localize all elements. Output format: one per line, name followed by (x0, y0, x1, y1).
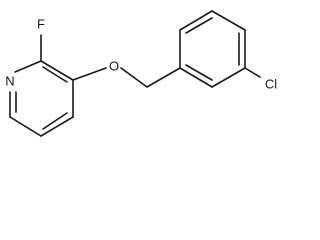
bond-c2-c3 (40, 60, 74, 81)
chlorobenzene-ring (179, 10, 246, 88)
bond-c-cl (244, 67, 261, 78)
molecule-structure: F N O Cl (5, 10, 277, 137)
bond-c4-c5 (40, 116, 74, 137)
bond-c3-o (72, 67, 107, 81)
bond-n1-c2 (14, 60, 42, 73)
bond-c3-c4 (211, 10, 246, 31)
atom-label-oxygen: O (109, 59, 119, 74)
bond-c6-c1 (179, 67, 213, 88)
bond-c2-c3-inner (185, 17, 213, 34)
atom-label-fluorine: F (37, 17, 45, 32)
bond-c4-c5-inner (42, 112, 68, 130)
bond-c2-c3 (179, 10, 213, 31)
bond-c2-c3-inner (42, 66, 68, 83)
bond-c5-c6 (9, 116, 42, 137)
atom-label-chlorine: Cl (265, 77, 277, 92)
bond-o-ch2 (120, 67, 148, 88)
pyridine-ring (9, 60, 74, 137)
bond-ch2-c1 (146, 67, 181, 88)
atom-label-nitrogen: N (5, 74, 14, 89)
bond-c6-c1-inner (185, 64, 213, 81)
structure-canvas: F N O Cl (5, 10, 277, 137)
bond-c5-c6 (211, 67, 246, 88)
